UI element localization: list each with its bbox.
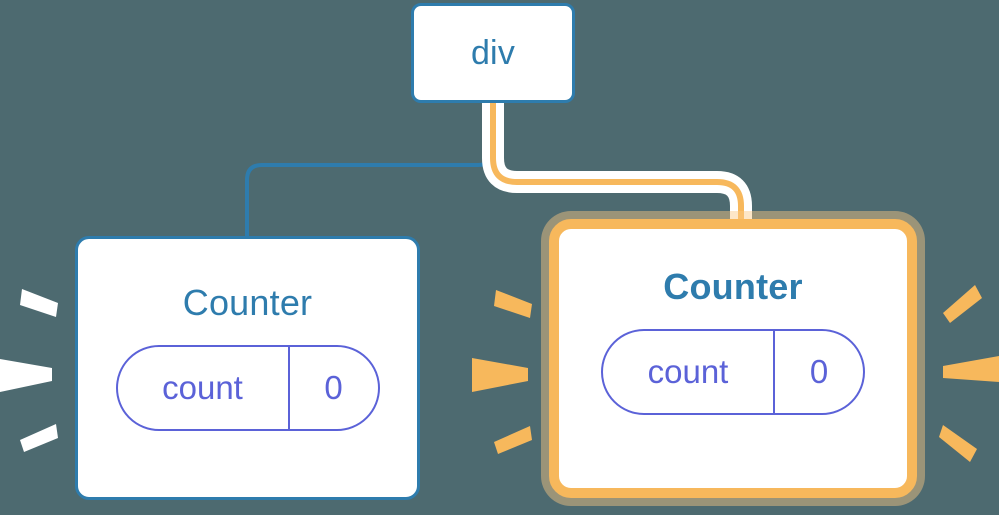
state-key-label: count: [647, 353, 729, 390]
state-key-label: count: [162, 369, 243, 406]
node-counter-left-label: Counter: [182, 282, 313, 323]
spark-ray-icon: [939, 425, 977, 462]
spark-ray-icon: [494, 426, 532, 454]
sparkles-right: [939, 285, 999, 462]
spark-ray-icon: [943, 356, 999, 382]
sparkles-left: [0, 289, 58, 452]
connector-left: [245, 100, 495, 242]
node-counter-right[interactable]: Counter count 0: [549, 219, 917, 498]
node-counter-right-label: Counter: [663, 266, 803, 307]
sparkles-middle: [472, 290, 532, 454]
state-pill-right[interactable]: count 0: [601, 329, 865, 415]
spark-ray-icon: [472, 358, 528, 392]
node-counter-left[interactable]: Counter count 0: [75, 236, 420, 500]
state-value-label: 0: [287, 347, 378, 429]
spark-ray-icon: [0, 359, 52, 392]
state-value-label: 0: [773, 331, 863, 413]
spark-ray-icon: [943, 285, 982, 323]
node-div-label: div: [470, 34, 516, 72]
node-div[interactable]: div: [411, 3, 575, 103]
spark-ray-icon: [20, 289, 58, 317]
spark-ray-icon: [20, 424, 58, 452]
state-pill-left[interactable]: count 0: [115, 345, 380, 431]
spark-ray-icon: [494, 290, 532, 318]
